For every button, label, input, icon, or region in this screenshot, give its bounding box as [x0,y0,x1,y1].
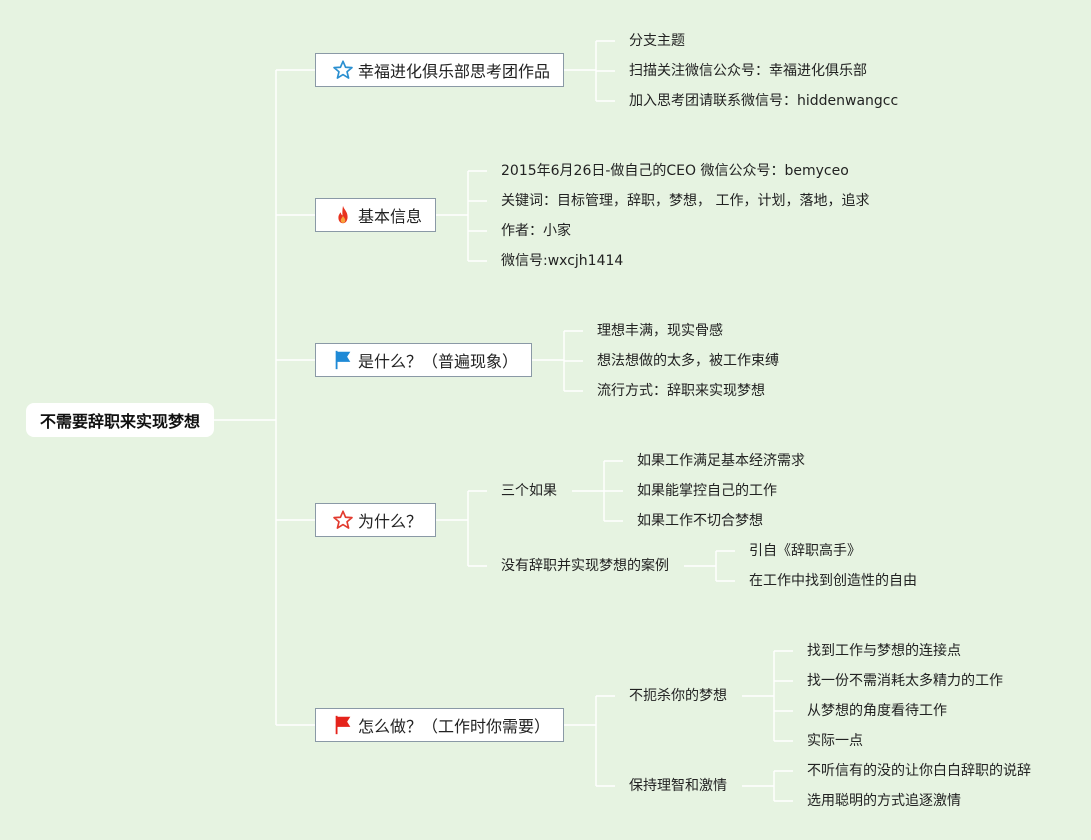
leaf-item[interactable]: 选用聪明的方式追逐激情 [807,793,961,809]
leaf-item[interactable]: 从梦想的角度看待工作 [807,703,947,719]
leaf-item[interactable]: 不听信有的没的让你白白辞职的说辞 [807,763,1031,779]
fire-icon [332,204,354,226]
leaf-item[interactable]: 分支主题 [629,33,685,49]
branch-club-works[interactable]: 幸福进化俱乐部思考团作品 [315,53,564,87]
star-red-outline-icon [332,509,354,531]
branch-label: 幸福进化俱乐部思考团作品 [358,62,551,81]
leaf-item[interactable]: 找到工作与梦想的连接点 [807,643,961,659]
branch-label: 为什么？ [358,512,423,531]
root-topic-label: 不需要辞职来实现梦想 [39,412,200,431]
branch-what-is-it[interactable]: 是什么？（普遍现象） [315,343,532,377]
branch-label: 怎么做？（工作时你需要） [358,717,551,736]
branch-label: 是什么？（普遍现象） [358,352,519,371]
flag-red-icon [332,714,354,736]
sub-topic[interactable]: 没有辞职并实现梦想的案例 [501,558,669,574]
branch-label: 基本信息 [358,207,423,226]
leaf-item[interactable]: 关键词：目标管理，辞职，梦想， 工作，计划，落地，追求 [501,193,870,209]
leaf-item[interactable]: 理想丰满，现实骨感 [597,323,723,339]
star-outline-icon [332,59,354,81]
branch-how-to[interactable]: 怎么做？（工作时你需要） [315,708,564,742]
sub-topic[interactable]: 保持理智和激情 [629,778,727,794]
leaf-item[interactable]: 2015年6月26日-做自己的CEO 微信公众号：bemyceo [501,163,849,179]
leaf-item[interactable]: 实际一点 [807,733,863,749]
leaf-item[interactable]: 引自《辞职高手》 [749,543,861,559]
sub-topic[interactable]: 三个如果 [501,483,557,499]
leaf-item[interactable]: 流行方式：辞职来实现梦想 [597,383,765,399]
branch-why[interactable]: 为什么？ [315,503,436,537]
leaf-item[interactable]: 扫描关注微信公众号：幸福进化俱乐部 [629,63,867,79]
leaf-item[interactable]: 如果工作不切合梦想 [637,513,763,529]
leaf-item[interactable]: 如果能掌控自己的工作 [637,483,777,499]
flag-blue-icon [332,349,354,371]
leaf-item[interactable]: 找一份不需消耗太多精力的工作 [807,673,1003,689]
leaf-item[interactable]: 在工作中找到创造性的自由 [749,573,917,589]
root-topic[interactable]: 不需要辞职来实现梦想 [26,403,214,437]
sub-topic[interactable]: 不扼杀你的梦想 [629,688,727,704]
branch-basic-info[interactable]: 基本信息 [315,198,436,232]
leaf-item[interactable]: 如果工作满足基本经济需求 [637,453,805,469]
leaf-item[interactable]: 作者：小家 [501,223,571,239]
leaf-item[interactable]: 加入思考团请联系微信号：hiddenwangcc [629,93,899,109]
leaf-item[interactable]: 想法想做的太多，被工作束缚 [597,353,779,369]
leaf-item[interactable]: 微信号:wxcjh1414 [501,253,624,269]
